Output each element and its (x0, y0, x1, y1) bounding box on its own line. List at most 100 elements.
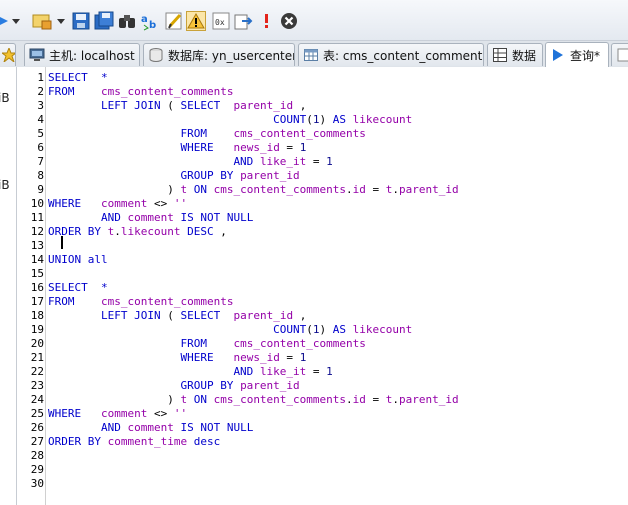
code-token: cms_content_comments (213, 183, 347, 196)
code-token (101, 435, 108, 448)
code-token: 1 (299, 141, 307, 154)
object-browser-panel[interactable]: iB iB (0, 67, 17, 505)
code-token: . (392, 183, 400, 196)
code-line: LEFT JOIN ( SELECT parent_id , (48, 99, 306, 113)
code-token: like_it (259, 155, 307, 168)
code-line: WHERE news_id = 1 (48, 141, 306, 155)
code-token (207, 393, 214, 406)
tab-table[interactable]: 表: cms_content_comments (298, 43, 484, 66)
line-number: 6 (37, 141, 44, 154)
code-token: DESC (187, 225, 214, 238)
code-token: . (114, 225, 121, 238)
code-token: AND (100, 421, 121, 434)
code-line: UNION all (48, 253, 108, 267)
code-token: like_it (259, 365, 307, 378)
code-token: AS (332, 113, 347, 126)
code-token: comment (127, 211, 174, 224)
code-token (48, 309, 101, 322)
line-number: 11 (30, 211, 44, 224)
code-line: WHERE comment <> '' (48, 197, 187, 211)
code-token: ( (306, 323, 313, 336)
code-token: ORDER BY (48, 435, 101, 448)
tab-bar: 主机: localhost 数据库: yn_usercenter 表: cms_… (0, 41, 628, 68)
code-token: likecount (120, 225, 181, 238)
code-token: WHERE (48, 197, 82, 210)
code-token (48, 365, 233, 378)
code-token (48, 169, 180, 182)
builder-dropdown-arrow-icon[interactable] (57, 19, 65, 24)
code-token: FROM (180, 337, 207, 350)
tab-table-label: 表: cms_content_comments (323, 48, 484, 63)
code-line: WHERE news_id = 1 (48, 351, 306, 365)
line-number: 21 (30, 351, 44, 364)
binoculars-icon[interactable] (117, 11, 137, 31)
line-number: 20 (30, 337, 44, 350)
code-token: likecount (352, 113, 413, 126)
code-token: t (180, 183, 188, 196)
tab-data[interactable]: 数据 (487, 43, 543, 66)
svg-text:0x: 0x (215, 18, 225, 27)
code-token: WHERE (180, 351, 214, 364)
query-builder-icon[interactable] (32, 11, 52, 31)
code-token: . (392, 393, 400, 406)
code-token: parent_id (240, 379, 300, 392)
export-icon[interactable] (233, 11, 253, 31)
tab-query-label: 查询* (570, 48, 601, 63)
code-token: 1 (312, 113, 320, 126)
code-token: 1 (326, 365, 333, 378)
code-token: <> (147, 407, 174, 420)
code-token: AND (233, 155, 254, 168)
code-token: comment_time (107, 435, 188, 448)
code-token: id (352, 393, 366, 406)
code-token (187, 183, 194, 196)
code-token (48, 337, 180, 350)
code-token: 1 (312, 323, 320, 336)
code-token: . (346, 183, 353, 196)
code-token: LEFT JOIN (100, 99, 161, 112)
run-icon[interactable] (0, 11, 12, 31)
code-token: news_id (233, 141, 280, 154)
hex-editor-icon[interactable]: 0x (211, 11, 231, 31)
code-token: , (213, 225, 227, 238)
code-token (187, 393, 194, 406)
code-token: SELECT (48, 281, 88, 294)
line-number: 22 (30, 365, 44, 378)
code-line: ) t ON cms_content_comments.id = t.paren… (48, 183, 458, 197)
code-token: ) (319, 113, 333, 126)
tab-objects[interactable] (0, 43, 16, 66)
code-token: likecount (352, 323, 413, 336)
tab-query[interactable]: 查询* (545, 42, 609, 67)
code-token: * (101, 71, 108, 84)
code-token: ( (306, 113, 313, 126)
comment-toggle-icon[interactable] (257, 11, 277, 31)
code-token: COUNT (273, 113, 307, 126)
code-token: SELECT (180, 99, 221, 112)
code-token: '' (173, 407, 188, 420)
tab-new[interactable] (611, 43, 628, 66)
code-token: ( (160, 99, 181, 112)
line-number: 14 (30, 253, 44, 266)
code-token: GROUP BY (180, 169, 234, 182)
save-icon[interactable] (71, 11, 91, 31)
stop-icon[interactable] (279, 11, 299, 31)
save-as-icon[interactable] (94, 11, 114, 31)
line-number: 15 (30, 267, 44, 280)
code-line: FROM cms_content_comments (48, 337, 365, 351)
code-line: AND comment IS NOT NULL (48, 421, 253, 435)
code-token: GROUP BY (180, 379, 234, 392)
code-token (101, 225, 108, 238)
line-number: 9 (37, 183, 44, 196)
line-number: 27 (30, 435, 44, 448)
explain-warning-icon[interactable] (186, 11, 206, 31)
code-token: IS NOT NULL (180, 421, 254, 434)
tab-database[interactable]: 数据库: yn_usercenter (143, 43, 295, 66)
tab-host[interactable]: 主机: localhost (24, 43, 140, 66)
line-number: 28 (30, 449, 44, 462)
beautify-icon[interactable] (164, 11, 184, 31)
code-token (346, 113, 353, 126)
run-dropdown-arrow-icon[interactable] (12, 19, 20, 24)
line-number: 18 (30, 309, 44, 322)
code-line: AND comment IS NOT NULL (48, 211, 253, 225)
